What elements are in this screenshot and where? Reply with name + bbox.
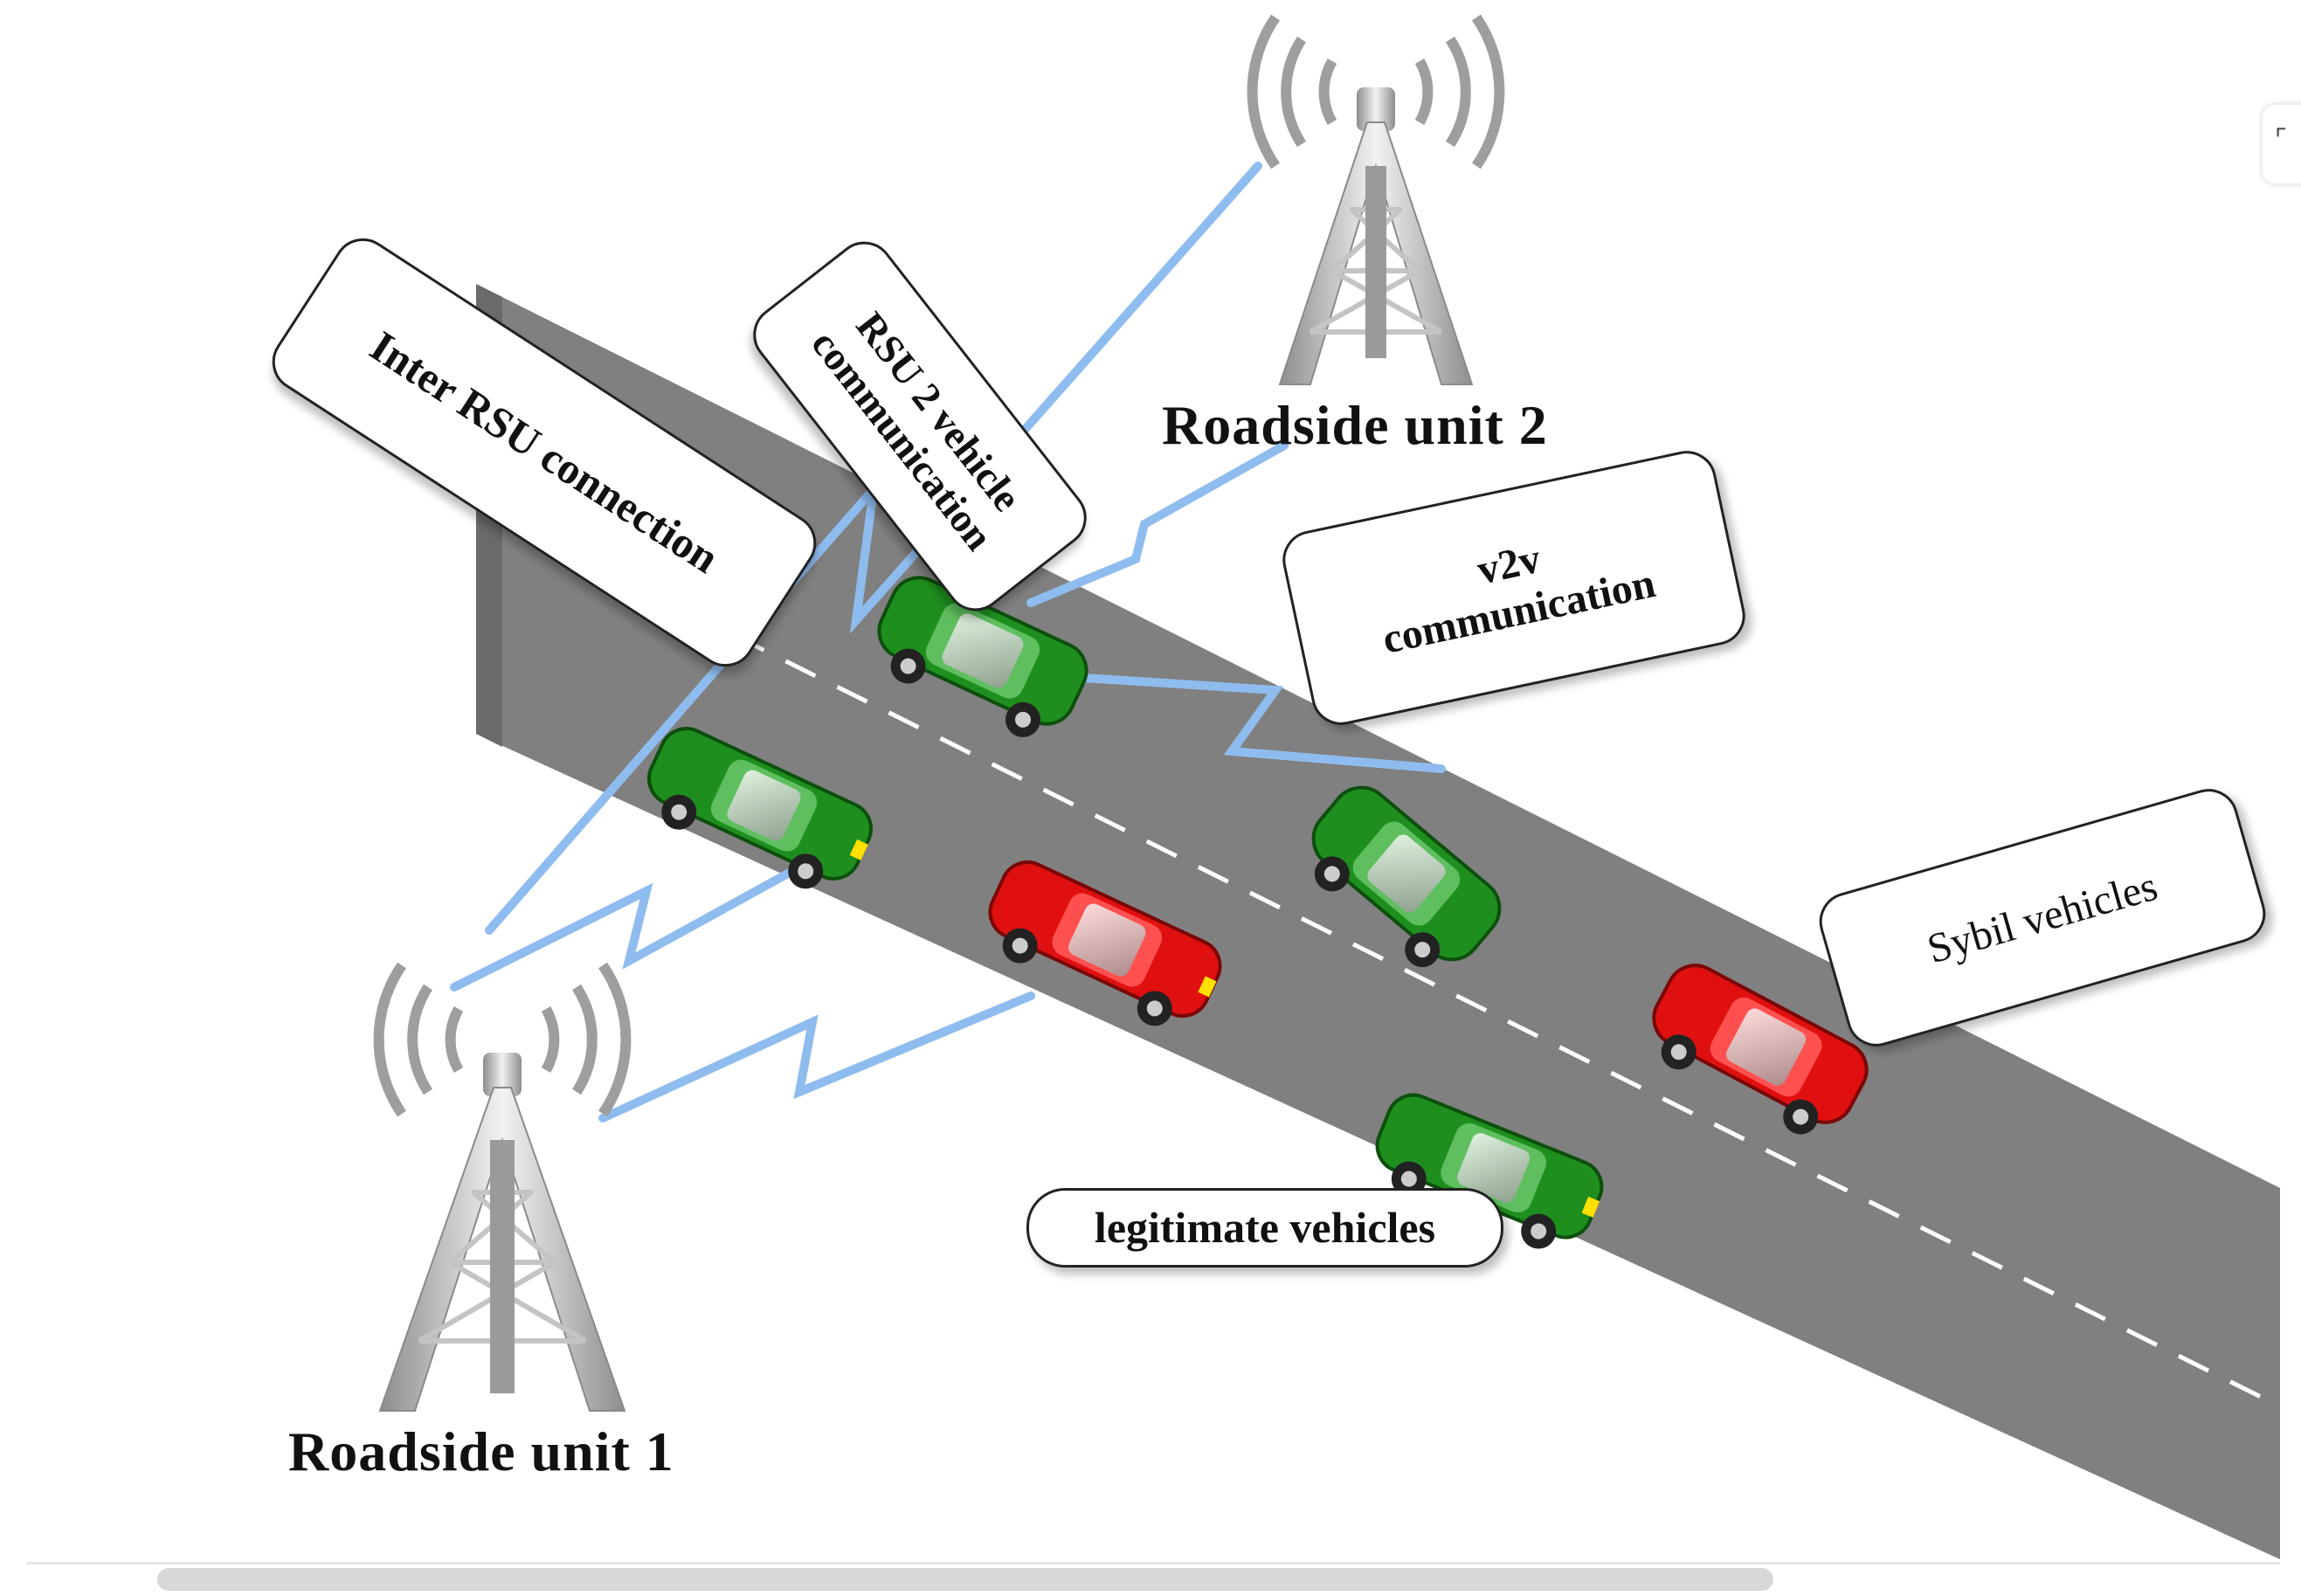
sybil-vehicles-text: Sybil vehicles (1922, 862, 2163, 973)
roadside-unit-2-label: Roadside unit 2 (1162, 394, 1548, 456)
horizontal-scrollbar[interactable] (157, 1568, 1773, 1591)
legitimate-vehicle (647, 727, 873, 889)
legitimate-vehicle (1375, 1093, 1604, 1249)
roadside-unit-2-tower (1247, 14, 1505, 385)
sybil-vehicle (1652, 964, 1869, 1135)
rsu1-vehicle-link-2 (598, 991, 1035, 1123)
rsu2-vehicle-link (1026, 441, 1289, 607)
vehicles (647, 576, 1869, 1249)
roadside-unit-1-tower (373, 962, 632, 1412)
legitimate-vehicle (1311, 785, 1502, 968)
bottom-divider (26, 1562, 2280, 1565)
legitimate-vehicles-bubble: legitimate vehicles (1026, 1188, 1503, 1268)
legitimate-vehicle (877, 576, 1088, 737)
roadside-unit-1-label: Roadside unit 1 (288, 1420, 674, 1482)
communication-links (450, 162, 1446, 1123)
sybil-vehicle (988, 860, 1222, 1026)
lane-marking (474, 504, 2282, 1409)
rsu1-vehicle-link-1 (450, 860, 808, 991)
v2v-link (1066, 673, 1446, 773)
expand-icon[interactable]: ⌜ (2263, 105, 2301, 183)
legitimate-vehicles-text: legitimate vehicles (1094, 1202, 1436, 1252)
inter-rsu-link (485, 162, 1262, 935)
